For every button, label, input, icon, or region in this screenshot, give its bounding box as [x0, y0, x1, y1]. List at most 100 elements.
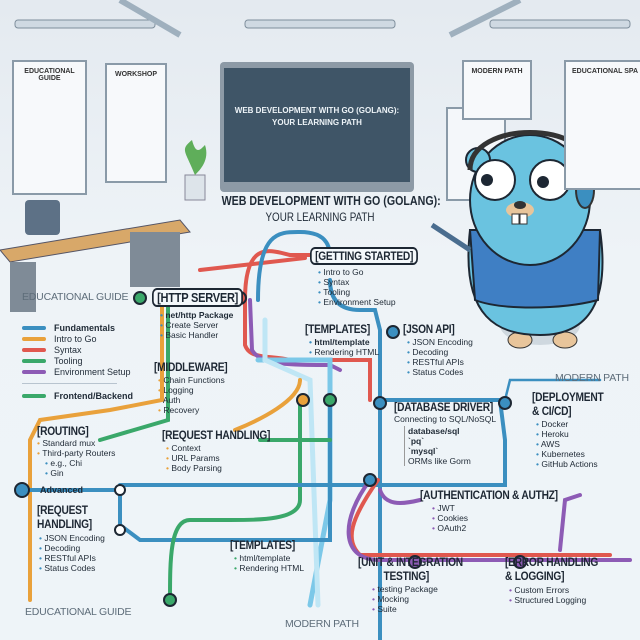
title-line2: YOUR LEARNING PATH [265, 210, 375, 224]
legend-item: Tooling [22, 355, 133, 366]
text: ORMs like Gorm [408, 456, 471, 466]
node-routing[interactable]: [ROUTING] Standard muxThird-party Router… [37, 424, 115, 478]
node-title: [GETTING STARTED] [310, 247, 419, 265]
text: Syntax [54, 344, 82, 355]
node-title: [UNIT & INTEGRATION [358, 555, 463, 569]
node-items: testing PackageMockingSuite [372, 584, 481, 614]
list-item: Recovery [158, 405, 240, 415]
list-item: net/http Package [160, 310, 259, 320]
list-item: Environment Setup [318, 297, 437, 307]
educational-guide-label-bottom: EDUCATIONAL GUIDE [25, 606, 132, 618]
page-title: WEB DEVELOPMENT WITH GO (GOLANG): YOUR L… [200, 193, 441, 224]
node-title-2: HANDLING] [37, 517, 92, 531]
poster-educational-space: EDUCATIONAL SPA [564, 60, 640, 190]
node-templates[interactable]: [TEMPLATES] html/templateRendering HTML [305, 322, 381, 357]
node-title: [DATABASE DRIVER] [394, 400, 493, 414]
poster-title: EDUCATIONAL SPA [572, 68, 639, 75]
poster-workshop: WORKSHOP [105, 63, 167, 183]
educational-guide-label: EDUCATIONAL GUIDE [22, 291, 129, 303]
node-database-driver[interactable]: [DATABASE DRIVER] Connecting to SQL/NoSQ… [394, 400, 510, 466]
node-templates-bottom[interactable]: [TEMPLATES] html/templateRendering HTML [230, 538, 306, 573]
node-title: [DEPLOYMENT [532, 390, 604, 404]
list-item: Kubernetes [536, 449, 616, 459]
node-items: JWTCookiesOAuth2 [432, 503, 582, 533]
legend-swatch [22, 393, 46, 398]
legend-item: Fundamentals [22, 322, 133, 333]
node-items: Chain FunctionsLoggingAuthRecovery [158, 375, 240, 415]
list-item: Syntax [318, 277, 437, 287]
screen-title-line2: YOUR LEARNING PATH [272, 118, 362, 127]
list-item: Heroku [536, 429, 616, 439]
legend-swatch [22, 369, 46, 374]
poster-title: EDUCATIONAL GUIDE [24, 68, 75, 82]
text: Frontend/Backend [54, 390, 134, 401]
legend-item: Syntax [22, 344, 133, 355]
node-error-handling[interactable]: [ERROR HANDLING & LOGGING] Custom Errors… [505, 555, 615, 605]
list-item: Custom Errors [509, 585, 615, 595]
list-item: Suite [372, 604, 481, 614]
text: database/sql [408, 426, 460, 436]
node-title: [MIDDLEWARE] [154, 360, 228, 374]
node-request-handling[interactable]: [REQUEST HANDLING] ContextURL ParamsBody… [162, 428, 289, 473]
node-title: [HTTP SERVER] [152, 288, 244, 307]
list-item: RESTful APIs [39, 553, 105, 563]
node-deployment[interactable]: [DEPLOYMENT & CI/CD] DockerHerokuAWSKube… [532, 390, 616, 469]
node-title: [ROUTING] [37, 424, 89, 438]
node-title: [TEMPLATES] [230, 538, 296, 552]
node-items: html/templateRendering HTML [309, 337, 381, 357]
gopher-mascot [430, 130, 604, 349]
list-item: Body Parsing [166, 463, 289, 473]
node-http-server[interactable]: [HTTP SERVER] net/http PackageCreate Ser… [152, 288, 259, 340]
modern-path-label: MODERN PATH [555, 372, 629, 384]
node-subtitle: Connecting to SQL/NoSQL [394, 414, 497, 424]
list-item: Chain Functions [158, 375, 240, 385]
poster-title: MODERN PATH [471, 68, 523, 75]
list-item: Create Server [160, 320, 259, 330]
node-title: [REQUEST [37, 503, 88, 517]
node-items: Custom ErrorsStructured Logging [509, 585, 615, 605]
node-title: [AUTHENTICATION & AUTHZ] [420, 488, 558, 502]
node-items: JSON EncodingDecodingRESTful APIsStatus … [39, 533, 105, 573]
list-item: Status Codes [407, 367, 473, 377]
list-item: testing Package [372, 584, 481, 594]
node-getting-started[interactable]: [GETTING STARTED] Intro to GoSyntaxTooli… [310, 247, 437, 307]
node-json-api[interactable]: [JSON API] JSON EncodingDecodingRESTful … [403, 322, 473, 377]
list-item: Cookies [432, 513, 582, 523]
list-item: Rendering HTML [234, 563, 306, 573]
list-item: AWS [536, 439, 616, 449]
list-item: Structured Logging [509, 595, 615, 605]
legend-swatch [22, 325, 46, 330]
node-title: [TEMPLATES] [305, 322, 371, 336]
list-item: Decoding [407, 347, 473, 357]
list-item: Basic Handler [160, 330, 259, 340]
poster-educational-guide: EDUCATIONAL GUIDE [12, 60, 87, 195]
list-item: Standard mux [37, 438, 115, 448]
node-testing[interactable]: [UNIT & INTEGRATION TESTING] testing Pac… [358, 555, 481, 614]
poster-title: WORKSHOP [115, 71, 157, 78]
text: `mysql` [408, 446, 439, 456]
advanced-label: Advanced [40, 485, 84, 495]
node-authentication[interactable]: [AUTHENTICATION & AUTHZ] JWTCookiesOAuth… [420, 488, 582, 533]
text: Environment Setup [54, 366, 131, 377]
text: Intro to Go [54, 333, 97, 344]
node-title-2: & CI/CD] [532, 404, 572, 418]
legend: Fundamentals Intro to Go Syntax Tooling … [22, 322, 133, 401]
node-title: [JSON API] [403, 322, 455, 336]
legend-item: Environment Setup [22, 366, 133, 377]
text: Tooling [54, 355, 83, 366]
list-item: JSON Encoding [407, 337, 472, 347]
screen-title: WEB DEVELOPMENT WITH GO (GOLANG): YOUR L… [224, 105, 410, 129]
node-items: DockerHerokuAWSKubernetesGitHub Actions [536, 419, 616, 469]
screen-title-line1: WEB DEVELOPMENT WITH GO (GOLANG): [234, 106, 400, 115]
list-item: URL Params [166, 453, 289, 463]
modern-path-label-bottom: MODERN PATH [285, 618, 359, 630]
list-item: Rendering HTML [309, 347, 381, 357]
list-item: Gin [37, 468, 115, 478]
node-middleware[interactable]: [MIDDLEWARE] Chain FunctionsLoggingAuthR… [154, 360, 240, 415]
legend-item: Frontend/Backend [22, 390, 133, 401]
node-request-handling-advanced[interactable]: [REQUEST HANDLING] JSON EncodingDecoding… [37, 503, 105, 573]
list-item: JSON Encoding [39, 533, 104, 543]
list-item: JWT [432, 503, 582, 513]
list-item: Status Codes [39, 563, 105, 573]
